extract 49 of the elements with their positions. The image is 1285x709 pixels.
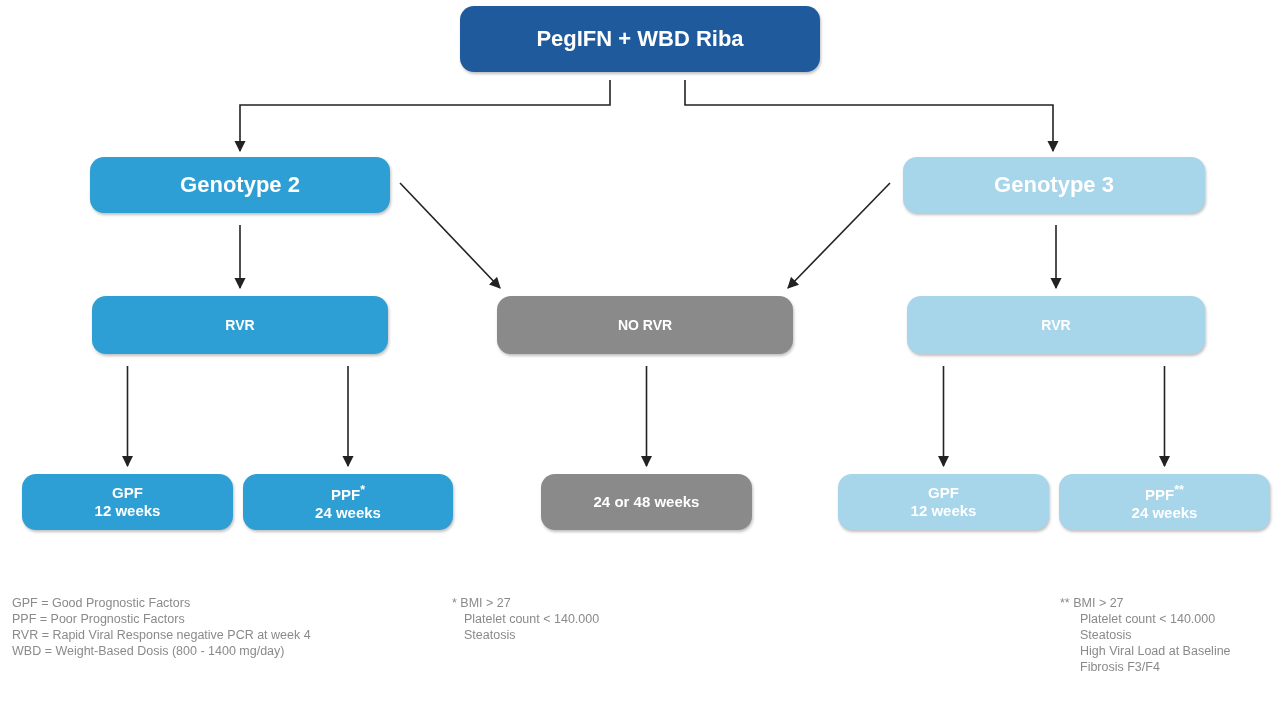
note-text: WBD = Weight-Based Dosis (800 - 1400 mg/day) <box>12 643 285 659</box>
process-box <box>907 296 1205 354</box>
box-text: Genotype 3 <box>994 171 1114 199</box>
process-box <box>243 474 453 530</box>
arrow <box>684 79 1059 153</box>
note-text: High Viral Load at Baseline <box>1080 643 1231 659</box>
process-box <box>22 474 233 530</box>
note-text: Fibrosis F3/F4 <box>1080 659 1160 675</box>
arrow <box>399 182 501 289</box>
treatment-box <box>460 6 820 72</box>
box-text: PegIFN + WBD Riba <box>536 25 744 53</box>
arrow <box>1050 224 1062 290</box>
process-box <box>92 296 388 354</box>
arrow <box>234 224 246 290</box>
note-text: GPF = Good Prognostic Factors <box>12 595 191 611</box>
arrow <box>1158 365 1171 468</box>
arrow <box>234 79 611 153</box>
box-text: 24 weeks <box>315 503 381 522</box>
box-text: PPF$^{**}$ <box>1145 482 1184 504</box>
box-text: Genotype 2 <box>180 171 300 199</box>
note-text: PPF = Poor Prognostic Factors <box>12 611 185 627</box>
arrow <box>787 182 891 289</box>
arrow <box>342 365 354 468</box>
box-text: RVR <box>225 316 255 334</box>
box-text: 12 weeks <box>910 502 977 520</box>
arrow <box>121 365 134 468</box>
arrow <box>640 365 653 468</box>
process-box <box>903 157 1205 213</box>
arrow <box>937 365 950 468</box>
process-box <box>838 474 1049 530</box>
note-text: Steatosis <box>1080 627 1132 643</box>
box-text: NO RVR <box>617 316 673 334</box>
outcome-box <box>497 296 793 354</box>
note-text: Platelet count < 140.000 <box>464 611 600 627</box>
note-text: Steatosis <box>464 627 516 643</box>
box-text: RVR <box>1041 316 1071 334</box>
box-text: GPF <box>928 484 959 502</box>
outcome-box <box>541 474 752 530</box>
note-text: Platelet count < 140.000 <box>1080 611 1216 627</box>
note-text: * BMI > 27 <box>452 595 511 611</box>
box-text: GPF <box>112 484 143 502</box>
process-box <box>90 157 390 213</box>
box-text: 24 or 48 weeks <box>593 493 700 511</box>
box-text: 24 weeks <box>1131 503 1198 522</box>
note-text: RVR = Rapid Viral Response negative PCR at week 4 <box>12 627 311 643</box>
box-text: PPF$^{*}$ <box>330 482 366 504</box>
box-text: 12 weeks <box>94 502 161 520</box>
note-text: ** BMI > 27 <box>1060 595 1124 611</box>
process-box <box>1059 474 1270 530</box>
